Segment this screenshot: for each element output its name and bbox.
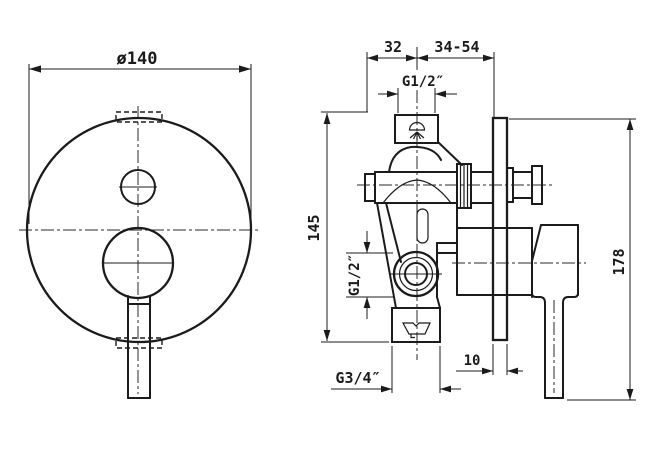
tub-spout-icon [401,322,431,339]
inlet-port [390,250,442,298]
front-view: ø140 [19,49,259,399]
front-plate-circle [25,116,253,344]
front-bottom-tab-hidden [115,337,163,349]
dim-shower-thread: G1/2″ [378,74,457,113]
dim-inlet-thread: G1/2″ [346,231,393,319]
dim-plate-thickness: 10 [456,344,523,375]
body-corner-diagonal [437,141,463,166]
diverter-knob [506,165,543,205]
shower-outlet-box [394,114,439,144]
dim-spout-thread: G3/4″ [331,346,461,393]
dim-depth-fixed-label: 32 [384,38,402,56]
dim-center-height: 145 [305,111,389,343]
spout-thread-label: G3/4″ [335,369,380,387]
front-lever-handle [127,295,151,399]
side-view: 32 34-54 G1/2″ 145 [305,38,636,401]
front-handle-knob-circle [101,226,175,300]
spout-outlet-box [391,307,441,343]
shower-thread-label: G1/2″ [402,74,444,90]
dim-depth: 32 34-54 [366,38,495,117]
dim-plate-thickness-label: 10 [464,353,481,369]
dim-total-height: 178 [509,118,636,401]
dim-front-diameter: ø140 [28,49,252,224]
front-top-tab-hidden [115,111,163,123]
supply-pipe [364,171,458,204]
front-diameter-label: ø140 [117,49,158,69]
dim-total-height-label: 178 [610,248,628,275]
ribbed-connector [456,163,472,209]
body-shoulder [388,145,442,173]
cartridge-hub [456,227,533,298]
shower-spray-icon [408,121,426,140]
side-lever-handle [531,224,579,399]
inlet-thread-label: G1/2″ [347,254,363,296]
dim-center-height-label: 145 [305,214,323,241]
dim-depth-range-label: 34-54 [434,38,479,56]
